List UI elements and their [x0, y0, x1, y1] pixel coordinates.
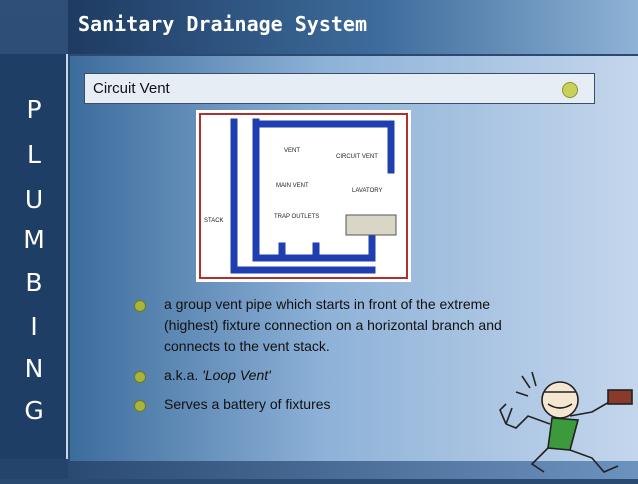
- bullet-icon: [134, 300, 146, 312]
- side-letter: P: [26, 95, 42, 124]
- list-item: a group vent pipe which starts in front …: [130, 294, 510, 357]
- side-bar: P L U M B I N G: [0, 0, 68, 479]
- section-header-label: Circuit Vent: [93, 80, 170, 97]
- bullet-icon: [134, 400, 146, 412]
- label-main-vent: MAIN VENT: [276, 183, 309, 189]
- list-item: a.k.a. 'Loop Vent': [130, 365, 510, 386]
- side-letter: L: [27, 140, 41, 169]
- bullet-italic-text: 'Loop Vent': [202, 367, 271, 383]
- section-header: Circuit Vent: [84, 73, 595, 104]
- bullet-icon: [134, 371, 146, 383]
- label-stack: STACK: [204, 218, 224, 224]
- label-vent: VENT: [284, 148, 300, 154]
- bottom-strip: [68, 461, 638, 479]
- label-lavatory: LAVATORY: [352, 188, 382, 194]
- bullet-text: Serves a battery of fixtures: [164, 396, 331, 412]
- circuit-vent-diagram: VENT CIRCUIT VENT MAIN VENT LAVATORY STA…: [196, 110, 411, 282]
- label-trap-outlets: TRAP OUTLETS: [274, 214, 319, 220]
- side-letter: M: [23, 225, 45, 254]
- side-letter: B: [25, 268, 43, 297]
- bullet-text: a.k.a.: [164, 367, 203, 383]
- label-circuit-vent: CIRCUIT VENT: [336, 154, 378, 160]
- header-dot-icon: [562, 82, 578, 98]
- side-letter: I: [30, 312, 38, 341]
- plumber-clipart-icon: [492, 368, 638, 479]
- page-title: Sanitary Drainage System: [78, 12, 367, 36]
- side-bar-inner: [0, 54, 68, 459]
- side-letter: N: [24, 354, 44, 383]
- list-item: Serves a battery of fixtures: [130, 394, 510, 415]
- side-letter: G: [24, 396, 44, 425]
- title-bar: Sanitary Drainage System: [68, 0, 638, 54]
- side-letter: U: [24, 185, 44, 214]
- bullet-list: a group vent pipe which starts in front …: [130, 294, 510, 423]
- bullet-text: a group vent pipe which starts in front …: [164, 296, 502, 354]
